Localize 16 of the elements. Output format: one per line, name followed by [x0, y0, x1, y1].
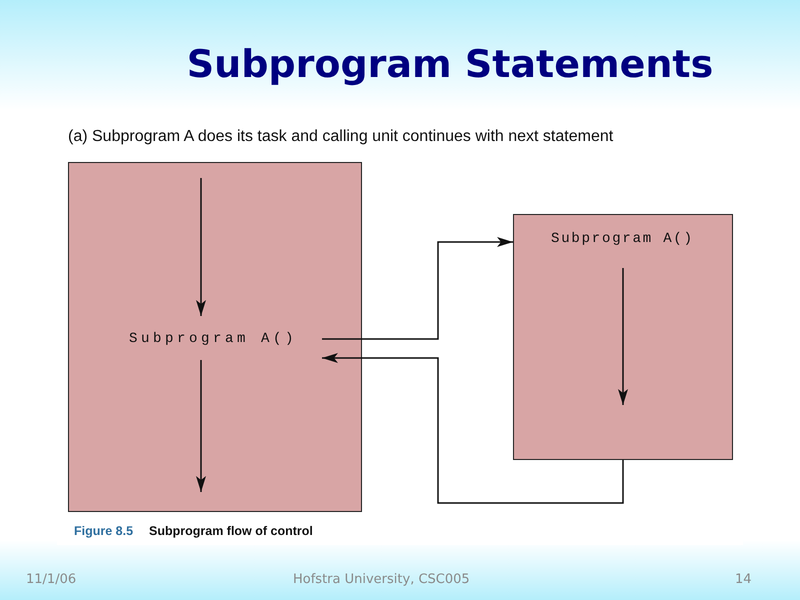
page-number: 14 [735, 572, 752, 587]
process-box [68, 162, 362, 512]
call-text: Subprogram A() [129, 331, 298, 347]
arrow [322, 237, 513, 340]
arrow [322, 353, 624, 504]
call-text: Subprogram A() [551, 231, 694, 247]
arrow [618, 268, 628, 405]
figure-caption: Subprogram flow of control [149, 524, 313, 538]
slide-title: Subprogram Statements [186, 41, 714, 88]
process-box [513, 214, 733, 460]
arrow [196, 360, 206, 492]
footer-text: Hofstra University, CSC005 [293, 572, 470, 587]
figure-number: Figure 8.5 [74, 524, 134, 538]
footer-date: 11/1/06 [26, 572, 76, 587]
figure-subheading: (a) Subprogram A does its task and calling unit continues with next statement [68, 128, 614, 146]
arrow [196, 178, 206, 316]
